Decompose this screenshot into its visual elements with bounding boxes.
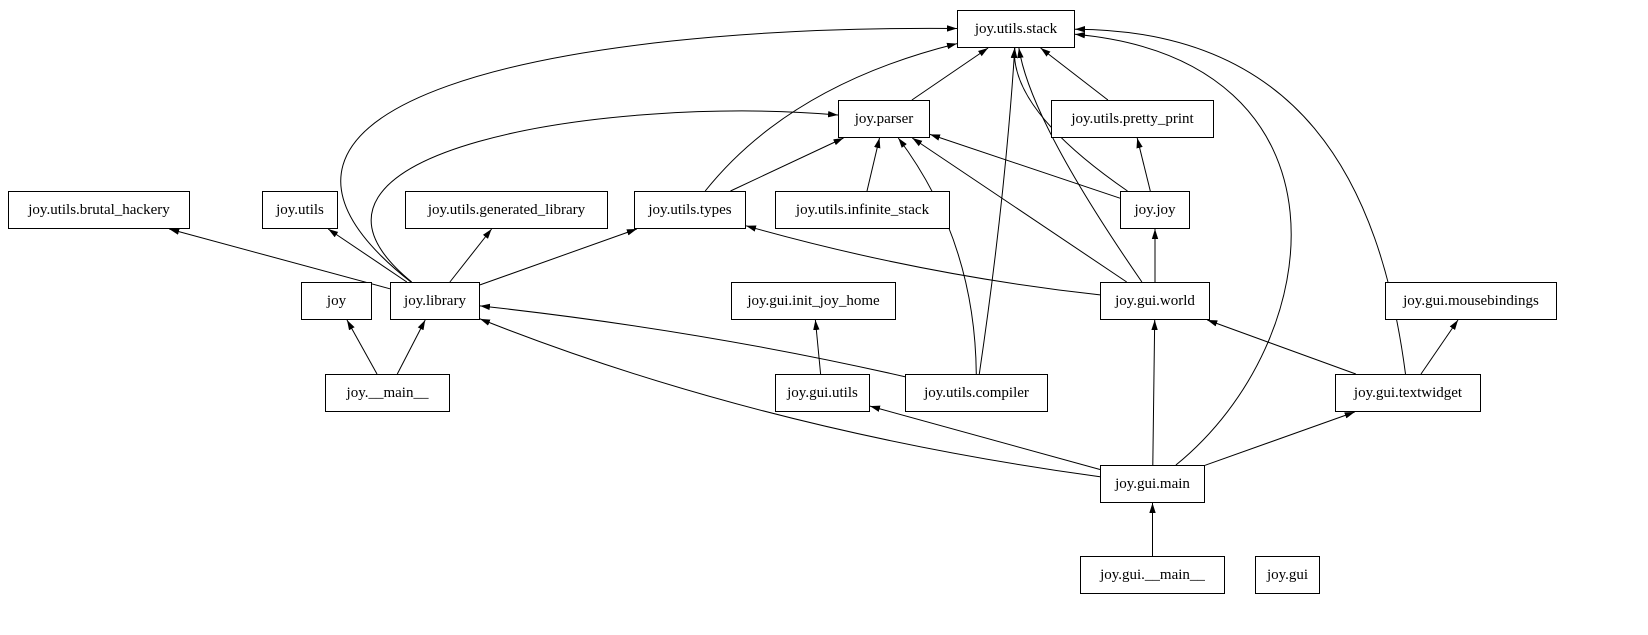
edge-joy.library-to-joy.utils.brutal_hackery [169, 228, 391, 290]
edge-joy.gui.world-to-joy.utils.types [745, 225, 1101, 296]
edges-group [169, 25, 1459, 556]
edge-joy.utils.compiler-to-joy.parser [897, 137, 977, 375]
edge-joy.gui.main-to-joy.gui.world [1151, 319, 1158, 466]
node-joy.utils: joy.utils [262, 191, 338, 229]
node-joy.gui.world: joy.gui.world [1100, 282, 1210, 320]
edge-joy.gui.world-to-joy.utils.stack [1017, 47, 1143, 283]
node-joy.gui.textwidget: joy.gui.textwidget [1335, 374, 1481, 412]
edge-joy.__main__-to-joy.library [396, 319, 426, 375]
edge-joy.__main__-to-joy [346, 319, 378, 375]
node-joy.utils.infinite_stack: joy.utils.infinite_stack [775, 191, 950, 229]
node-joy.gui.utils: joy.gui.utils [775, 374, 870, 412]
edge-joy.joy-to-joy.utils.stack [1010, 47, 1128, 192]
edge-joy.joy-to-joy.utils.pretty_print [1136, 137, 1151, 192]
node-joy.utils.compiler: joy.utils.compiler [905, 374, 1048, 412]
node-joy.parser: joy.parser [838, 100, 930, 138]
node-joy.utils.types: joy.utils.types [634, 191, 746, 229]
edge-joy.utils.types-to-joy.utils.stack [704, 42, 958, 192]
node-joy.gui.mousebindings: joy.gui.mousebindings [1385, 282, 1557, 320]
node-joy.gui: joy.gui [1255, 556, 1320, 594]
edge-joy.parser-to-joy.utils.stack [911, 47, 989, 101]
edge-joy.utils.infinite_stack-to-joy.parser [866, 137, 881, 192]
edge-joy.utils.pretty_print-to-joy.utils.stack [1040, 47, 1109, 101]
node-joy.utils.stack: joy.utils.stack [957, 10, 1075, 48]
edge-joy.library-to-joy.utils.stack [340, 25, 958, 283]
node-joy.gui.init_joy_home: joy.gui.init_joy_home [731, 282, 896, 320]
node-joy: joy [301, 282, 372, 320]
edge-joy.library-to-joy.utils.generated_library [449, 228, 492, 283]
edge-joy.gui.utils-to-joy.gui.init_joy_home [813, 319, 822, 375]
edge-joy.library-to-joy.parser [370, 110, 839, 283]
node-joy.gui.main: joy.gui.main [1100, 465, 1205, 503]
edge-joy.gui.main-to-joy.gui.utils [869, 405, 1101, 470]
edge-joy.joy-to-joy.parser [929, 133, 1121, 199]
node-joy.utils.pretty_print: joy.utils.pretty_print [1051, 100, 1214, 138]
edge-joy.utils.compiler-to-joy.utils.stack [978, 47, 1018, 375]
edge-joy.gui.main-to-joy.library [479, 318, 1101, 478]
edge-joy.gui.textwidget-to-joy.gui.mousebindings [1420, 319, 1459, 375]
node-joy.gui.__main__: joy.gui.__main__ [1080, 556, 1225, 594]
edge-joy.utils.compiler-to-joy.library [479, 303, 906, 378]
edge-joy.gui.textwidget-to-joy.gui.world [1207, 319, 1356, 375]
node-joy.utils.generated_library: joy.utils.generated_library [405, 191, 608, 229]
edge-joy.utils.types-to-joy.parser [730, 137, 844, 192]
edge-joy.library-to-joy.utils [327, 228, 408, 283]
node-joy.__main__: joy.__main__ [325, 374, 450, 412]
edge-joy.gui.world-to-joy.parser [912, 137, 1127, 283]
edge-joy.gui.main-to-joy.gui.textwidget [1204, 411, 1355, 466]
edge-joy.gui.main-to-joy.utils.stack [1074, 32, 1292, 466]
edge-joy.library-to-joy.utils.types [479, 228, 637, 286]
node-joy.library: joy.library [390, 282, 480, 320]
node-joy.utils.brutal_hackery: joy.utils.brutal_hackery [8, 191, 190, 229]
node-joy.joy: joy.joy [1120, 191, 1190, 229]
